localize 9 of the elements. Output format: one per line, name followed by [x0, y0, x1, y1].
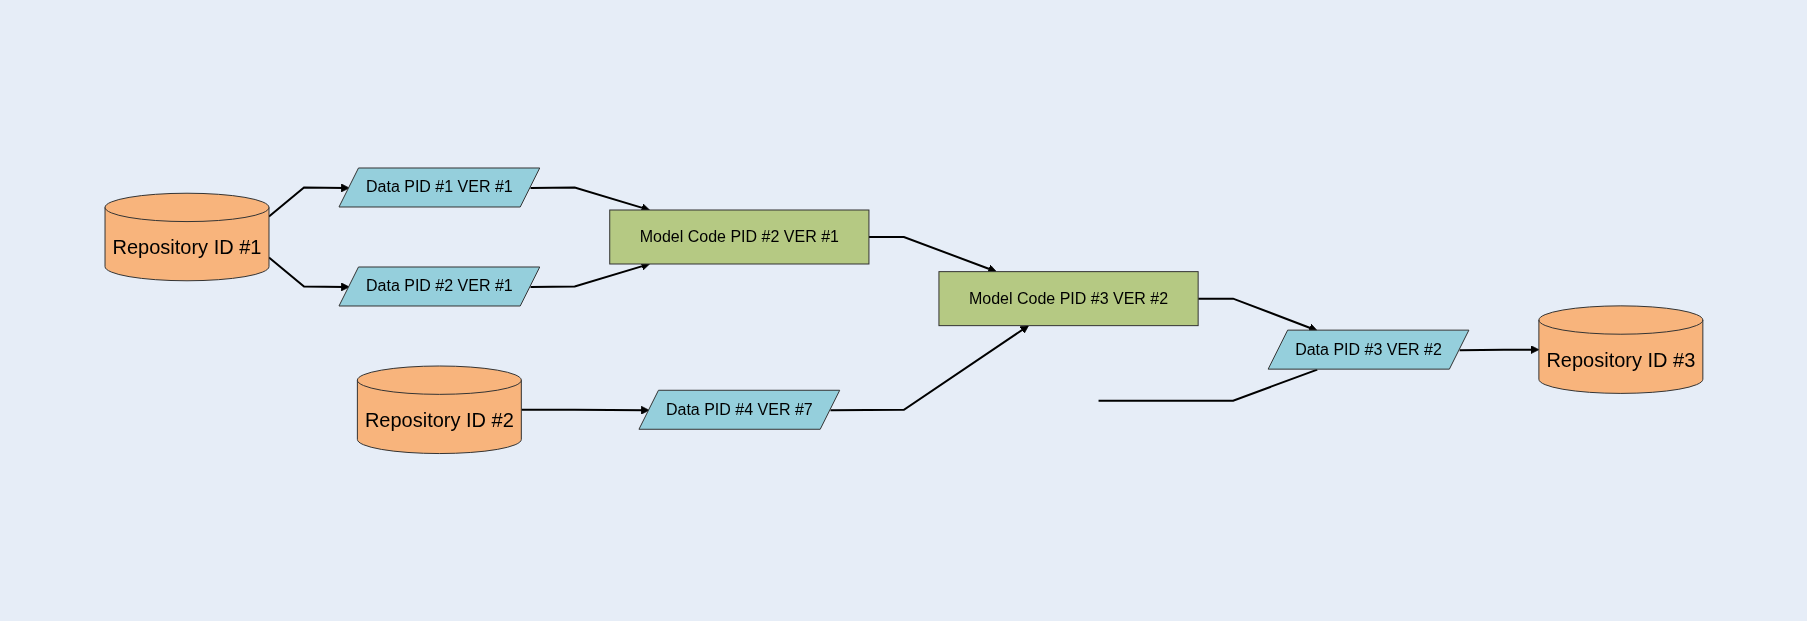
arrow	[829, 324, 1029, 411]
connector	[1097, 368, 1318, 402]
arrow	[1458, 344, 1539, 354]
node-box: Model Code PID #3 VER #2	[938, 270, 1199, 326]
arrow	[267, 183, 350, 218]
arrow	[519, 405, 650, 415]
arrow	[267, 256, 350, 292]
node-box: Model Code PID #2 VER #1	[608, 209, 869, 265]
arrow	[867, 235, 997, 273]
